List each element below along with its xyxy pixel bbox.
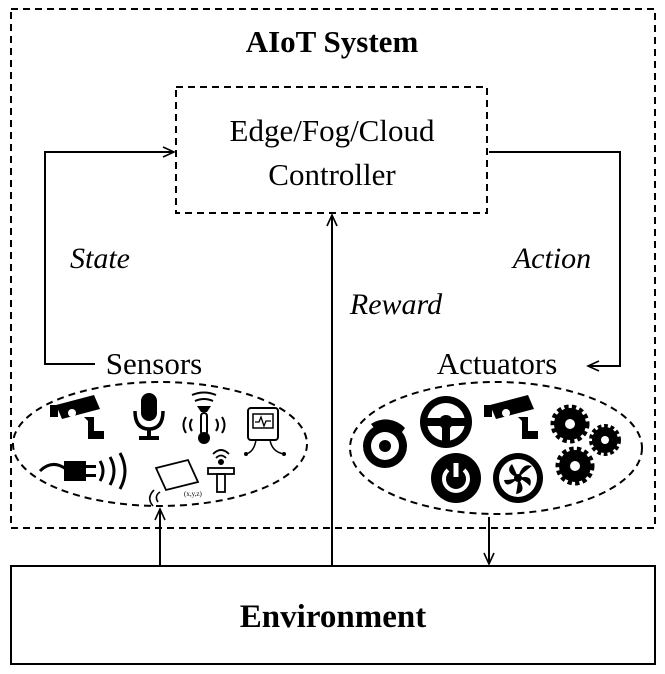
monitor-device-icon (244, 407, 286, 456)
controller-box (175, 86, 488, 214)
state-label: State (70, 242, 130, 275)
rfid-tag-icon: (x,y,z) (148, 458, 202, 507)
steering-wheel-icon (420, 396, 472, 448)
rfid-tag-text: (x,y,z) (184, 490, 202, 498)
thermometer-icon (182, 391, 226, 444)
wireless-plug-icon (38, 452, 127, 490)
action-label: Action (511, 242, 591, 275)
aiot-system-boundary (10, 8, 656, 529)
gps-sensor-icon (207, 449, 235, 493)
fan-icon (493, 453, 543, 503)
action-arrow (489, 151, 621, 372)
cctv-camera-icon (484, 395, 538, 439)
cctv-camera-icon (50, 395, 104, 439)
actuators-label: Actuators (437, 346, 558, 381)
reward-label: Reward (349, 288, 443, 321)
environment-box (10, 565, 656, 665)
controller-label-line1: Edge/Fog/Cloud (230, 113, 435, 148)
state-arrow (44, 146, 176, 365)
disc-brake-icon (363, 419, 407, 468)
system-title: AIoT System (246, 24, 419, 59)
power-button-icon (431, 453, 481, 503)
actuators-ellipse (349, 381, 643, 515)
sensors-ellipse (12, 381, 308, 507)
microphone-icon (133, 393, 165, 440)
sensors-label: Sensors (106, 346, 202, 381)
gears-icon (550, 404, 621, 486)
environment-label: Environment (240, 599, 426, 635)
controller-label-line2: Controller (268, 157, 396, 192)
